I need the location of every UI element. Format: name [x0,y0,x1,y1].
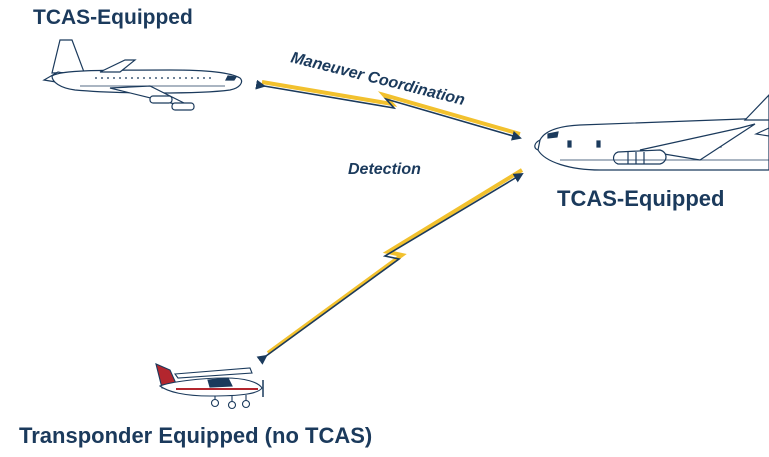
lightning-double-arrow-icon [255,79,522,141]
aircraft-label-transponder: Transponder Equipped (no TCAS) [19,423,373,448]
aircraft-label-tcas-equipped-right: TCAS-Equipped [557,186,725,211]
airliner-icon [534,94,769,171]
jet-aircraft-icon [42,39,243,111]
light-aircraft-icon [155,363,264,410]
link-label-detection: Detection [348,161,421,178]
aircraft-label-tcas-equipped-top: TCAS-Equipped [33,6,193,29]
lightning-double-arrow-icon [256,168,524,365]
